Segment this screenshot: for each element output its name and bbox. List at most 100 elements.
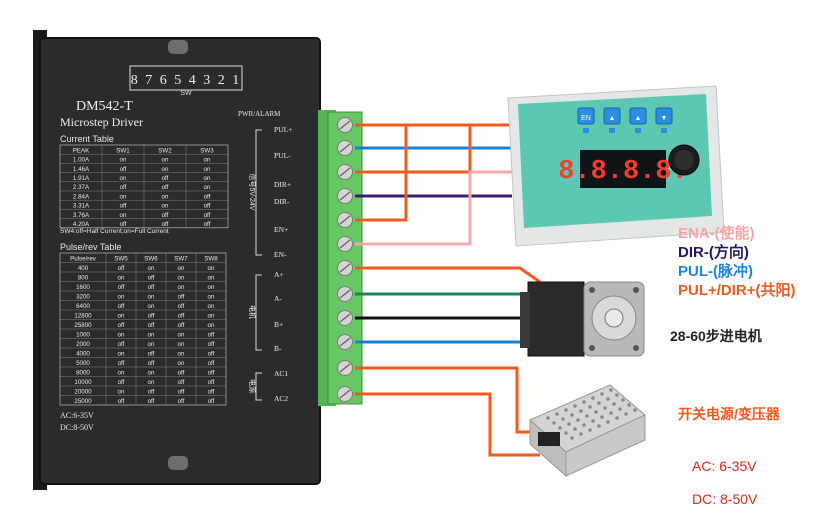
table-cell: on	[162, 157, 169, 164]
legend-dir: DIR-(方向)	[678, 244, 749, 261]
table-cell: on	[162, 193, 169, 200]
table-cell: on	[162, 166, 169, 173]
terminal-label: A+	[274, 270, 284, 279]
terminal-label: PUL+	[274, 125, 292, 134]
terminal-label: DIR-	[274, 197, 290, 206]
wire-ac2	[355, 392, 540, 457]
table-cell: on	[208, 303, 215, 310]
controller-display	[580, 150, 666, 188]
table-header-cell: SW2	[158, 147, 172, 154]
speed-controller: EN▲▲▼ 8.8.8.8.	[507, 85, 725, 247]
table-cell: on	[208, 322, 215, 329]
table-cell: off	[118, 303, 125, 310]
table-cell: on	[208, 275, 215, 282]
current-table-note: SW4:off=Half Current;on=Full Current	[60, 228, 169, 235]
table-cell: on	[178, 360, 185, 367]
table-cell: 1600	[76, 284, 90, 291]
motor-group-label: 电机	[248, 305, 257, 319]
table-cell: on	[118, 313, 125, 320]
table-cell: on	[148, 265, 155, 272]
wire-pul-minus	[355, 138, 538, 150]
psu-ac-spec: AC: 6-35V	[692, 458, 757, 474]
table-cell: 20000	[74, 389, 92, 396]
table-header-cell: SW3	[200, 147, 214, 154]
table-cell: 4000	[76, 351, 90, 358]
table-cell: off	[204, 203, 211, 210]
controller-button-label: ▼	[661, 115, 668, 122]
table-cell: on	[118, 389, 125, 396]
table-cell: 2000	[76, 341, 90, 348]
table-cell: off	[178, 379, 185, 386]
controller-button-label: ▲	[609, 115, 616, 122]
controller-button[interactable]	[629, 107, 647, 125]
table-cell: off	[118, 265, 125, 272]
terminal-label: B-	[274, 344, 282, 353]
table-cell: off	[178, 303, 185, 310]
table-cell: off	[162, 175, 169, 182]
table-cell: on	[118, 275, 125, 282]
table-cell: on	[208, 284, 215, 291]
dip-switch-label: SW	[180, 90, 192, 97]
table-cell: on	[178, 332, 185, 339]
mount-slot-bottom	[168, 456, 188, 470]
table-cell: on	[178, 351, 185, 358]
table-cell: off	[208, 360, 215, 367]
table-cell: off	[178, 313, 185, 320]
table-cell: on	[204, 166, 211, 173]
table-cell: off	[118, 322, 125, 329]
table-cell: off	[120, 184, 127, 191]
table-cell: off	[208, 379, 215, 386]
table-cell: on	[162, 203, 169, 210]
table-header-cell: SW7	[174, 256, 188, 263]
table-cell: on	[178, 265, 185, 272]
psu-vent-holes	[546, 388, 637, 440]
table-cell: off	[148, 389, 155, 396]
table-cell: off	[208, 332, 215, 339]
table-cell: 1.91A	[73, 175, 90, 182]
table-cell: off	[162, 184, 169, 191]
table-cell: on	[204, 157, 211, 164]
table-cell: off	[120, 203, 127, 210]
table-cell: off	[204, 212, 211, 219]
controller-buttons: EN ▲ ▲ ▼	[577, 107, 673, 133]
table-cell: on	[118, 370, 125, 377]
legend-common: PUL+/DIR+(共阳)	[678, 282, 796, 299]
table-cell: off	[148, 275, 155, 282]
controller-button[interactable]	[577, 107, 595, 125]
table-cell: off	[120, 221, 127, 228]
controller-button[interactable]	[603, 107, 621, 125]
table-cell: 25000	[74, 398, 92, 405]
stepper-motor	[520, 281, 645, 357]
table-cell: off	[148, 284, 155, 291]
dip-switch-numbers: 8 7 6 5 4 3 2 1	[131, 73, 242, 88]
power-supply	[529, 384, 646, 478]
table-cell: off	[208, 398, 215, 405]
table-cell: 2.84A	[73, 193, 90, 200]
table-cell: 8000	[76, 370, 90, 377]
terminal-label: B+	[274, 320, 283, 329]
table-header-cell: SW6	[144, 256, 158, 263]
terminal-label: DIR+	[274, 180, 291, 189]
table-cell: on	[120, 212, 127, 219]
table-cell: on	[120, 175, 127, 182]
motor-label: 28-60步进电机	[670, 328, 762, 344]
table-cell: off	[148, 313, 155, 320]
table-cell: 3200	[76, 294, 90, 301]
table-header-cell: PEAK	[73, 147, 90, 154]
current-table-title: Current Table	[60, 134, 114, 144]
signal-group-label: 信号5V-24V	[248, 174, 257, 211]
legend-ena: ENA-(使能)	[678, 225, 755, 242]
table-cell: off	[178, 322, 185, 329]
terminal-label: AC2	[274, 394, 288, 403]
controller-button-label: EN	[581, 115, 591, 122]
table-cell: on	[118, 332, 125, 339]
terminal-block	[318, 110, 363, 406]
table-cell: off	[118, 284, 125, 291]
controller-button-label: ▲	[635, 115, 642, 122]
controller-button[interactable]	[655, 107, 673, 125]
table-cell: on	[148, 294, 155, 301]
table-cell: 1.00A	[73, 157, 90, 164]
table-cell: off	[148, 351, 155, 358]
table-cell: 10000	[74, 379, 92, 386]
